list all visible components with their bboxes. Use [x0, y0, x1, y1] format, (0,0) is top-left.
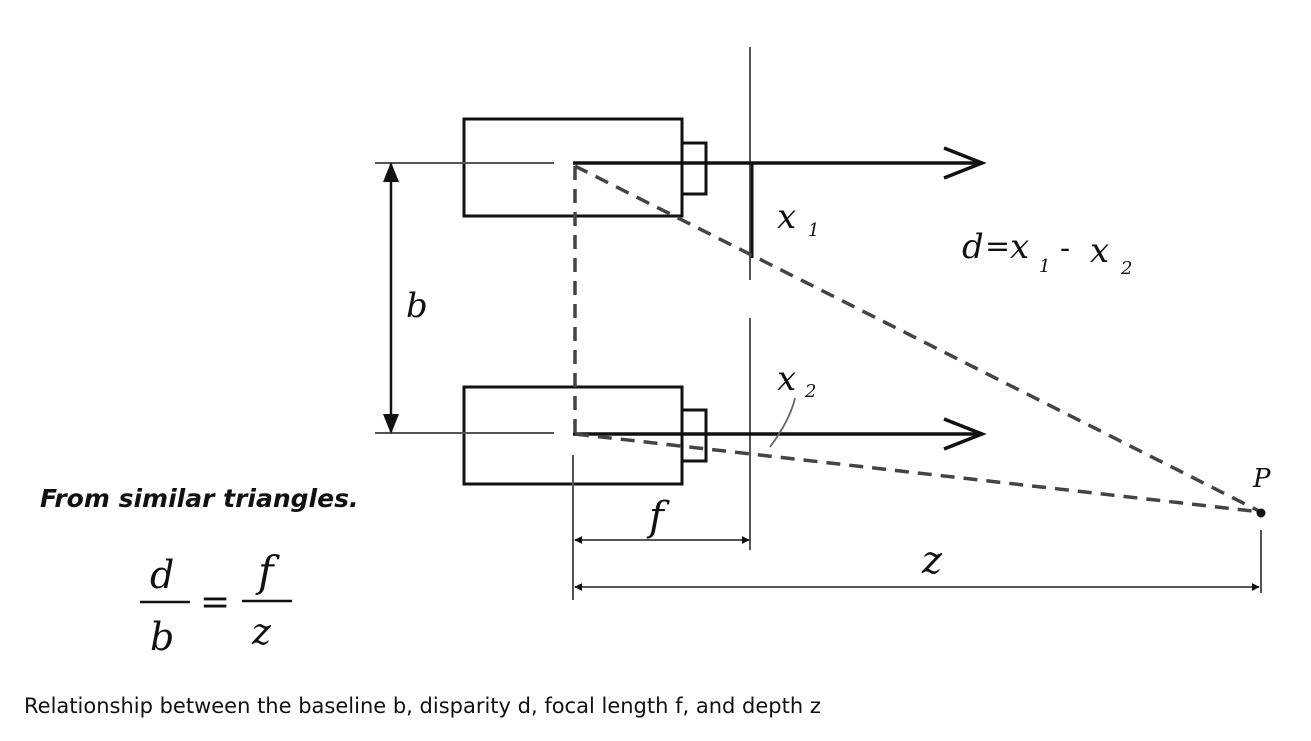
- top-camera-body: [462, 117, 684, 218]
- top-camera-lens: [680, 141, 708, 196]
- ray-top-to-point: [574, 164, 1262, 514]
- similar-triangles-equation: d b = f z: [140, 547, 292, 659]
- top-camera: [462, 117, 708, 218]
- x2-label: x: [777, 359, 796, 399]
- disparity-x2: x: [1090, 231, 1109, 271]
- disparity-equals: =: [985, 229, 1010, 264]
- fraction-left-denominator: b: [150, 615, 174, 659]
- disparity-x2-sub: 2: [1120, 258, 1132, 279]
- ray-bottom-to-point: [574, 432, 1262, 514]
- focal-label: f: [646, 494, 670, 540]
- disparity-equation: d = x 1 - x 2: [962, 227, 1132, 279]
- point-label: P: [1252, 464, 1271, 494]
- depth-label: z: [921, 538, 943, 582]
- fraction-right-denominator: z: [251, 612, 272, 653]
- disparity-d: d: [962, 227, 984, 267]
- optical-axis-bottom-arrowhead: [943, 417, 987, 451]
- x1-label: x: [777, 197, 796, 237]
- disparity-minus: -: [1060, 231, 1070, 266]
- fraction-right-numerator: f: [255, 547, 280, 596]
- x1-subscript: 1: [808, 220, 819, 241]
- baseline-label: b: [406, 286, 428, 326]
- fraction-left-numerator: d: [150, 553, 174, 597]
- disparity-x1: x: [1010, 227, 1029, 267]
- fraction-equals: =: [200, 582, 230, 623]
- figure-caption: Relationship between the baseline b, dis…: [24, 694, 821, 718]
- point-p-dot: [1256, 508, 1266, 518]
- x2-subscript: 2: [804, 381, 816, 402]
- x2-leader-line: [769, 397, 796, 448]
- disparity-x1-sub: 1: [1039, 256, 1050, 277]
- optical-axis-top-arrowhead: [943, 146, 987, 180]
- similar-triangles-heading: From similar triangles.: [40, 484, 359, 513]
